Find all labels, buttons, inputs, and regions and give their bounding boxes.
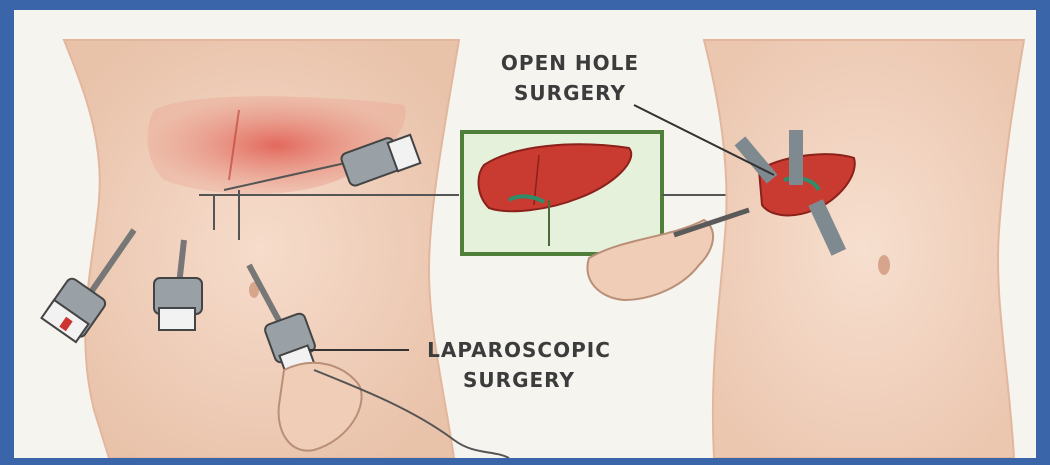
laparoscopic-line-1: LAPAROSCOPIC (414, 335, 624, 365)
right-torso (704, 40, 1024, 458)
liver-inset (462, 132, 662, 254)
open-hole-line-2: SURGERY (482, 78, 658, 108)
laparoscopic-surgery-label: LAPAROSCOPIC SURGERY (414, 335, 624, 395)
open-hole-line-1: OPEN HOLE (482, 48, 658, 78)
laparoscopic-line-2: SURGERY (414, 365, 624, 395)
open-hole-surgery-label: OPEN HOLE SURGERY (482, 48, 658, 108)
illustration-canvas: OPEN HOLE SURGERY LAPAROSCOPIC SURGERY (14, 10, 1036, 458)
